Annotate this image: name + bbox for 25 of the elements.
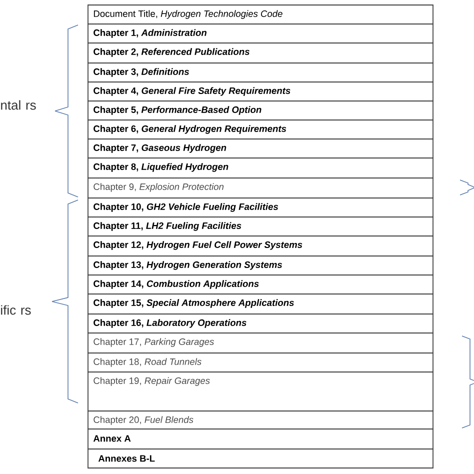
table-row: Chapter 15, Special Atmosphere Applications — [88, 294, 434, 314]
table-row: Chapter 7, Gaseous Hydrogen — [88, 138, 434, 158]
table-row: Chapter 3, Definitions — [88, 62, 434, 82]
table-row: Chapter 2, Referenced Publications — [88, 42, 434, 64]
table-row: Chapter 12, Hydrogen Fuel Cell Power Systems — [88, 236, 434, 256]
table-row: Chapter 14, Combustion Applications — [88, 274, 434, 294]
table-row: Chapter 20, Fuel Blends — [88, 410, 434, 430]
table-row: Chapter 16, Laboratory Operations — [88, 314, 434, 334]
table-row: Chapter 10, GH2 Vehicle Fueling Facilities — [88, 198, 434, 218]
table-row: Document Title, Hydrogen Technologies Code — [88, 4, 434, 24]
table-row: Chapter 1, Administration — [88, 24, 434, 44]
side-label: ific rs — [1, 305, 31, 315]
table-row: Chapter 4, General Fire Safety Requirements — [88, 82, 434, 102]
table-row: Chapter 19, Repair Garages — [88, 372, 434, 412]
table-row: Chapter 13, Hydrogen Generation Systems — [88, 256, 434, 276]
table-row: Annex A — [88, 428, 434, 450]
side-label: ntal rs — [1, 100, 36, 110]
table-row: Chapter 6, General Hydrogen Requirements — [88, 120, 434, 140]
table-row: Chapter 11, LH2 Fueling Facilities — [88, 216, 434, 236]
table-row: Chapter 5, Performance-Based Option — [88, 100, 434, 120]
table-row: Chapter 8, Liquefied Hydrogen — [88, 158, 434, 178]
table-row: Annexes B-L — [88, 448, 434, 468]
table-row: Chapter 17, Parking Garages — [88, 332, 434, 354]
table-row: Chapter 18, Road Tunnels — [88, 352, 434, 372]
table-row: Chapter 9, Explosion Protection — [88, 178, 434, 198]
